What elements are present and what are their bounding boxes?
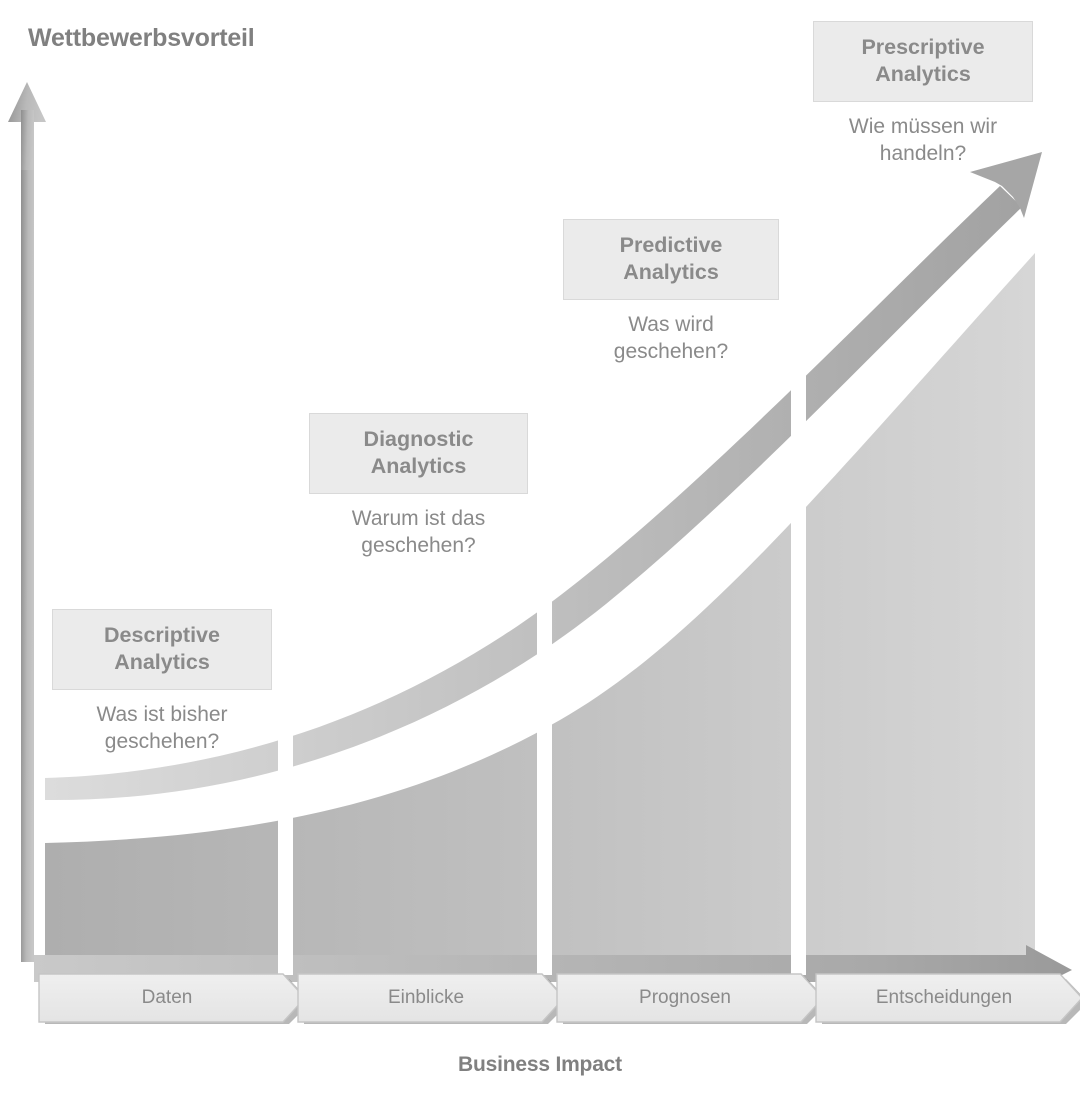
stage-question-line1: Warum ist das [351,507,486,530]
stage-title-box-prescriptive: Prescriptive Analytics [813,21,1033,102]
stage-callout-predictive[interactable]: Predictive Analytics Was wird geschehen? [563,219,779,365]
area-under-curve [45,253,1035,962]
stage-question-line1: Wie müssen wir [848,115,998,138]
stage-question-line2: geschehen? [104,730,220,753]
process-step-label: Einblicke [387,987,465,1008]
process-step-label: Prognosen [639,987,731,1008]
stage-question-line1: Was wird [628,313,714,336]
y-axis-arrow [8,82,46,962]
stage-title-line2: Analytics [623,260,719,284]
process-step-prognosen[interactable]: Prognosen [556,972,828,1024]
chevron-shape-daten [38,973,310,1024]
stage-callout-descriptive[interactable]: Descriptive Analytics Was ist bisher ges… [52,609,272,755]
phase-divider-2 [537,99,552,975]
stage-question-line2: geschehen? [361,534,476,557]
phase-dividers [278,99,806,975]
stage-title-line1: Prescriptive [861,35,985,59]
stage-title-line2: Analytics [875,62,971,86]
process-step-daten[interactable]: Daten [38,972,310,1024]
process-step-label: Daten [141,987,193,1008]
stage-question-descriptive: Was ist bisher geschehen? [52,701,272,755]
process-step-entscheidungen[interactable]: Entscheidungen [815,972,1080,1024]
x-axis-title: Business Impact [458,1053,622,1076]
process-step-bar: Daten Einblicke Prognosen Entscheidungen [38,972,1080,1024]
stage-title-line1: Predictive [619,233,723,257]
phase-divider-3 [791,102,806,975]
stage-question-diagnostic: Warum ist das geschehen? [309,505,528,559]
stage-question-line1: Was ist bisher [96,703,228,726]
chevron-shape-entscheidungen [815,973,1080,1024]
y-axis-title: Wettbewerbsvorteil [28,24,255,52]
x-axis-arrow [34,945,1072,993]
stage-title-line2: Analytics [370,454,467,478]
stage-question-prescriptive: Wie müssen wir handeln? [813,113,1033,167]
stage-question-predictive: Was wird geschehen? [563,311,779,365]
stage-title-line2: Analytics [114,650,210,674]
process-step-einblicke[interactable]: Einblicke [297,972,569,1024]
stage-callout-prescriptive[interactable]: Prescriptive Analytics Wie müssen wir ha… [813,21,1033,167]
chevron-shape-einblicke [297,973,569,1024]
stage-title-line1: Diagnostic [363,427,474,451]
stage-question-line2: geschehen? [613,340,729,363]
phase-divider-1 [278,120,293,975]
stage-title-box-predictive: Predictive Analytics [563,219,779,300]
stage-question-line2: handeln? [879,142,967,165]
stage-callout-diagnostic[interactable]: Diagnostic Analytics Warum ist das gesch… [309,413,528,559]
chevron-shape-prognosen [556,973,828,1024]
process-step-label: Entscheidungen [875,987,1013,1008]
stage-title-box-diagnostic: Diagnostic Analytics [309,413,528,494]
growth-curve-arrow [45,152,1042,801]
stage-title-box-descriptive: Descriptive Analytics [52,609,272,690]
stage-title-line1: Descriptive [104,623,220,647]
